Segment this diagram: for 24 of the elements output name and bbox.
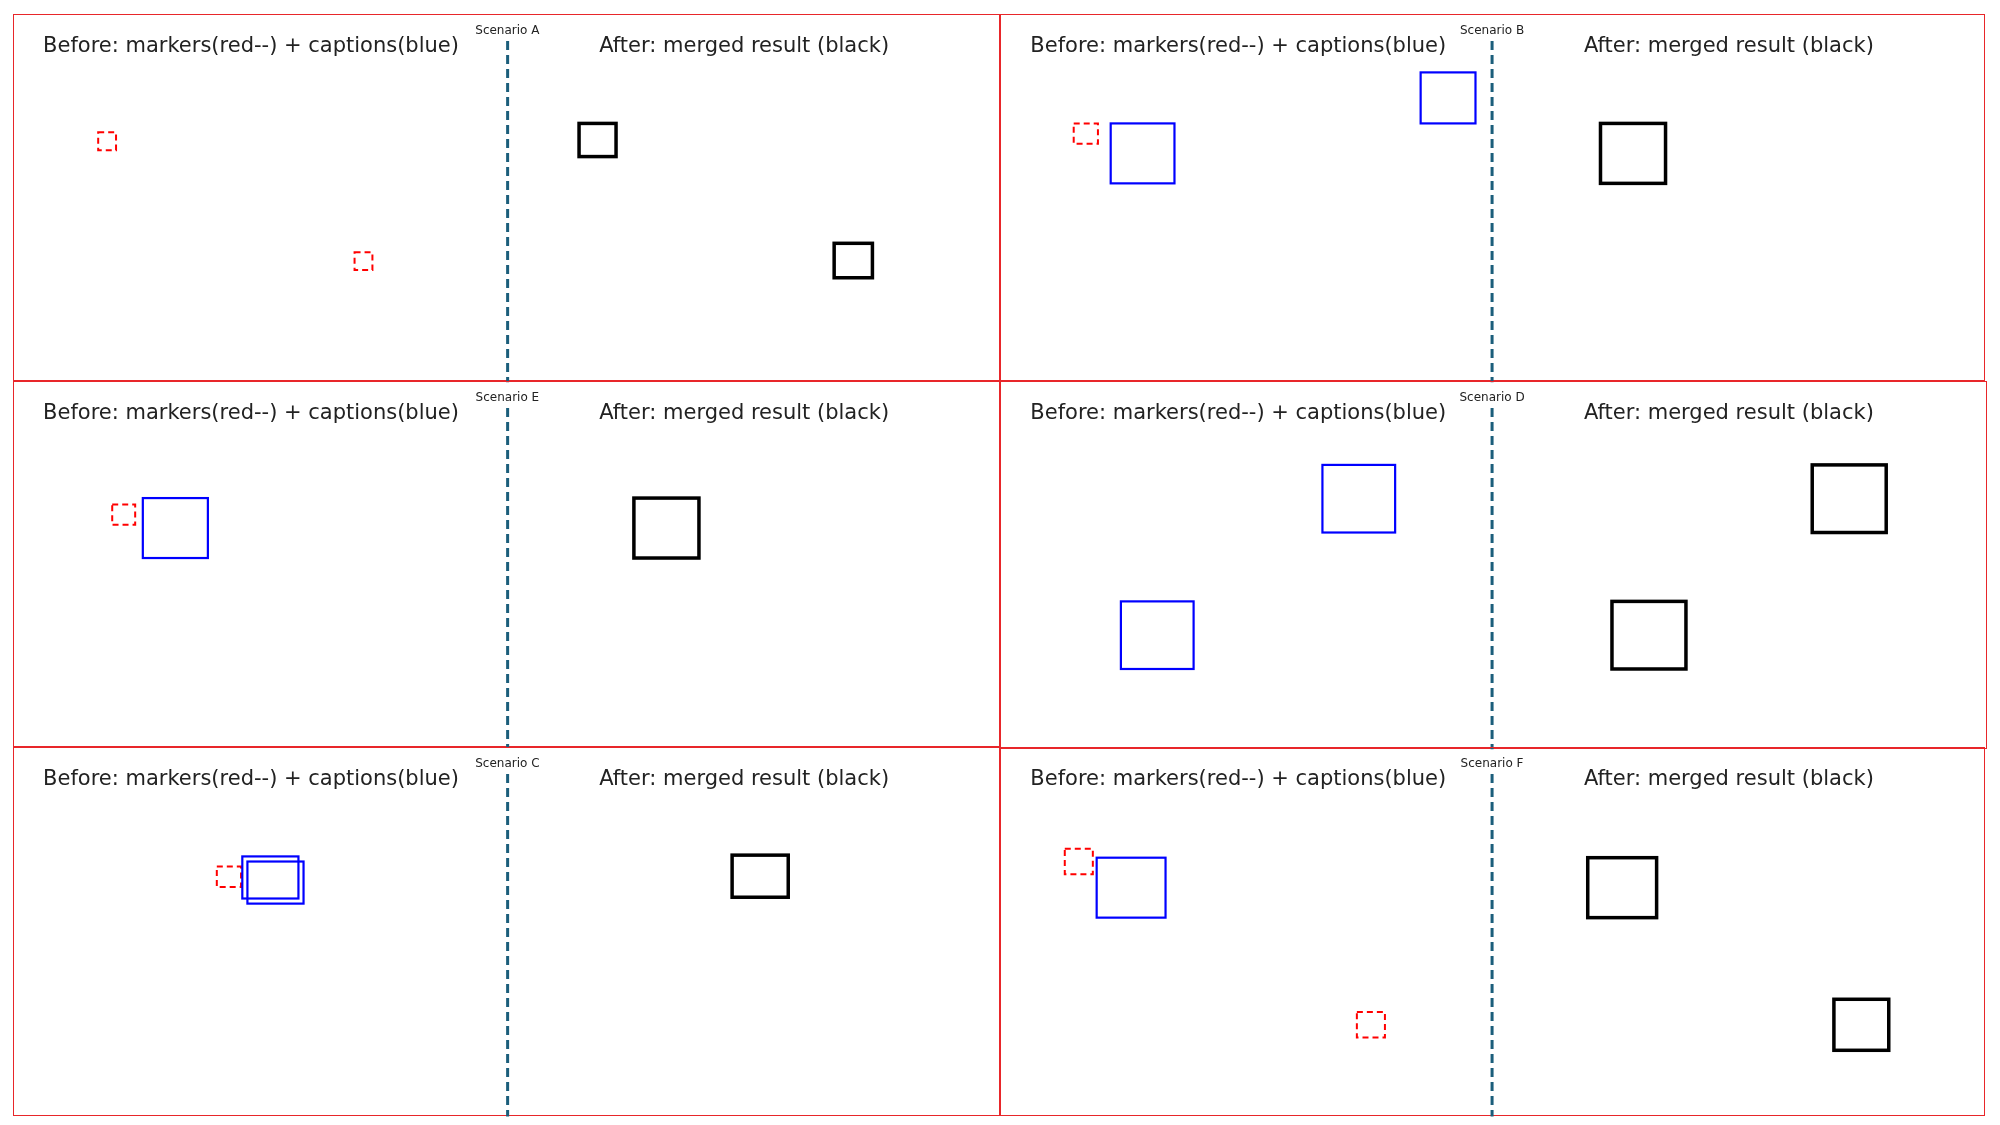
scenario-label: Scenario E xyxy=(475,390,540,405)
after-heading: After: merged result (black) xyxy=(599,400,890,425)
before-heading: Before: markers(red--) + captions(blue) xyxy=(1030,766,1447,791)
scenario-label: Scenario B xyxy=(1459,23,1525,37)
before-heading: Before: markers(red--) + captions(blue) xyxy=(43,33,459,57)
scenario-panel xyxy=(1000,381,1988,749)
after-heading: After: merged result (black) xyxy=(1583,400,1874,425)
before-heading: Before: markers(red--) + captions(blue) xyxy=(43,766,459,791)
scenario-panel xyxy=(1000,747,1985,1117)
scenario-label: Scenario D xyxy=(1459,390,1525,405)
before-heading: Before: markers(red--) + captions(blue) xyxy=(43,400,459,425)
scenario-label: Scenario F xyxy=(1460,756,1524,771)
scenario-label: Scenario A xyxy=(475,23,540,37)
scenario-panel xyxy=(12,747,1000,1117)
scenario-panel xyxy=(12,381,1000,748)
after-heading: After: merged result (black) xyxy=(1583,33,1874,57)
scenario-panel xyxy=(1000,14,1985,382)
before-heading: Before: markers(red--) + captions(blue) xyxy=(1030,33,1447,57)
scenario-panel xyxy=(12,14,1000,382)
after-heading: After: merged result (black) xyxy=(599,33,890,57)
after-heading: After: merged result (black) xyxy=(599,766,890,791)
after-heading: After: merged result (black) xyxy=(1583,766,1874,791)
before-heading: Before: markers(red--) + captions(blue) xyxy=(1030,400,1447,425)
scenario-label: Scenario C xyxy=(475,756,540,771)
